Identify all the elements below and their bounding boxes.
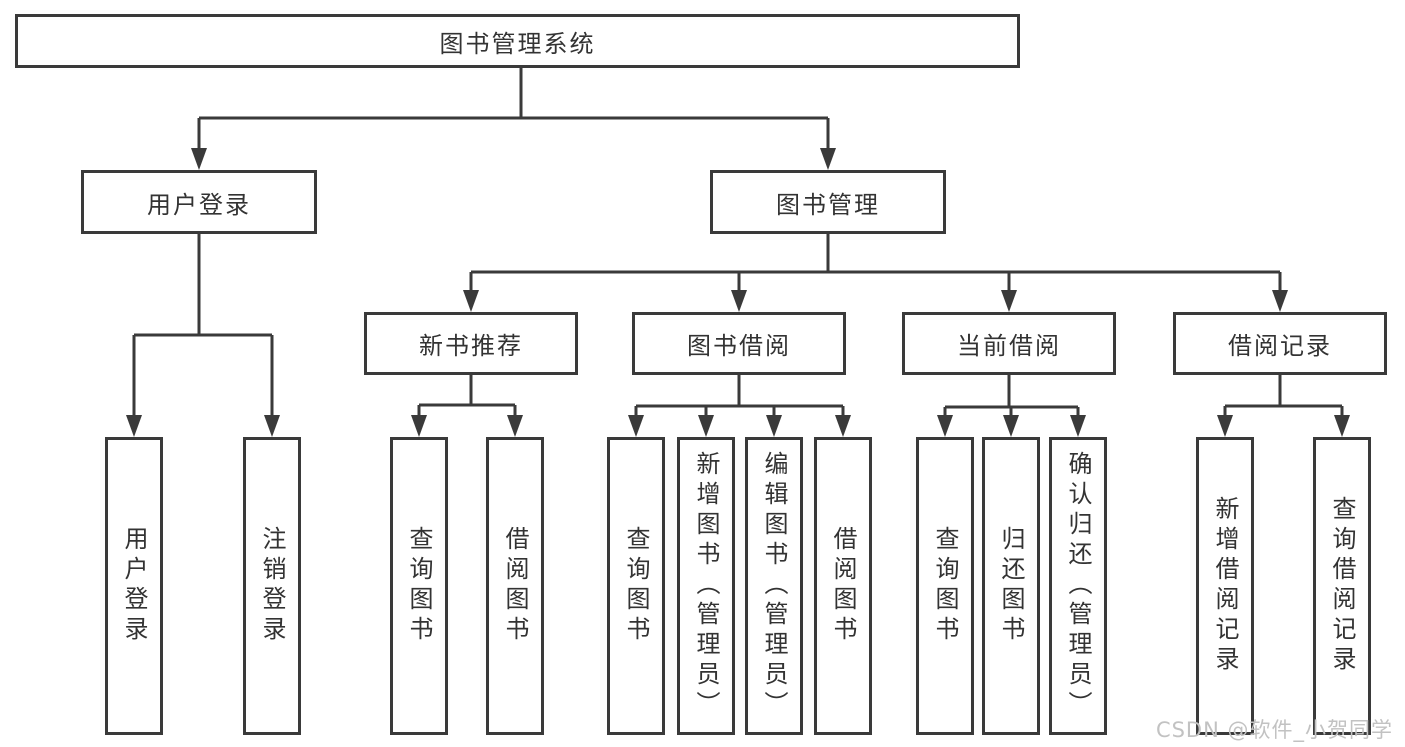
connector-borrowing-records-branch [1223, 375, 1344, 417]
arrowhead-icons [126, 148, 1350, 437]
connector-current-borrowing-branch [943, 375, 1080, 417]
node-label: 查询图书 [622, 526, 650, 646]
node-label: 注销登录 [258, 526, 286, 646]
connector-user-login-branch [132, 234, 274, 417]
arrow-down-icon [820, 148, 836, 170]
node-current-borrowing: 当前借阅 [902, 312, 1116, 375]
node-label: 新书推荐 [419, 332, 523, 360]
node-label: 编辑图书（管理员） [760, 451, 788, 721]
arrow-down-icon [126, 415, 142, 437]
arrow-down-icon [463, 290, 479, 312]
arrow-down-icon [1272, 290, 1288, 312]
node-leaf-query-books-recommendation: 查询图书 [390, 437, 448, 735]
node-label: 用户登录 [120, 526, 148, 646]
arrow-down-icon [1070, 415, 1086, 437]
node-label: 借阅图书 [829, 526, 857, 646]
csdn-watermark: CSDN @软件_小贺同学 [1155, 718, 1393, 742]
node-leaf-add-borrow-record: 新增借阅记录 [1196, 437, 1254, 735]
node-book-management: 图书管理 [710, 170, 946, 234]
node-label: 新增图书（管理员） [692, 451, 720, 721]
arrow-down-icon [698, 415, 714, 437]
arrow-down-icon [411, 415, 427, 437]
node-borrowing-records: 借阅记录 [1173, 312, 1387, 375]
connector-root-to-level1 [197, 68, 830, 150]
arrow-down-icon [835, 415, 851, 437]
node-user-login: 用户登录 [81, 170, 317, 234]
node-label: 确认归还（管理员） [1064, 451, 1092, 721]
connector-book-management-branch [469, 234, 1282, 292]
node-new-book-recommendation: 新书推荐 [364, 312, 578, 375]
node-leaf-query-books-borrowing: 查询图书 [607, 437, 665, 735]
node-leaf-borrow-books-recommendation: 借阅图书 [486, 437, 544, 735]
node-label: 当前借阅 [957, 332, 1061, 360]
node-label: 新增借阅记录 [1211, 496, 1239, 676]
arrow-down-icon [191, 148, 207, 170]
node-leaf-query-borrow-record: 查询借阅记录 [1313, 437, 1371, 735]
node-leaf-edit-books-admin: 编辑图书（管理员） [745, 437, 803, 735]
node-leaf-query-books-current: 查询图书 [916, 437, 974, 735]
connector-new-book-recommendation-branch [417, 375, 517, 417]
arrow-down-icon [731, 290, 747, 312]
arrow-down-icon [766, 415, 782, 437]
node-leaf-add-books-admin: 新增图书（管理员） [677, 437, 735, 735]
node-label: 查询图书 [405, 526, 433, 646]
node-label: 借阅记录 [1228, 332, 1332, 360]
arrow-down-icon [264, 415, 280, 437]
node-leaf-return-books: 归还图书 [982, 437, 1040, 735]
node-leaf-user-login: 用户登录 [105, 437, 163, 735]
node-leaf-logout: 注销登录 [243, 437, 301, 735]
node-label: 查询借阅记录 [1328, 496, 1356, 676]
node-book-borrowing: 图书借阅 [632, 312, 846, 375]
arrow-down-icon [507, 415, 523, 437]
arrow-down-icon [628, 415, 644, 437]
node-leaf-confirm-return-admin: 确认归还（管理员） [1049, 437, 1107, 735]
node-label: 图书管理系统 [439, 29, 596, 58]
arrow-down-icon [1003, 415, 1019, 437]
node-label: 归还图书 [997, 526, 1025, 646]
node-label: 图书借阅 [687, 332, 791, 360]
node-leaf-borrow-books: 借阅图书 [814, 437, 872, 735]
node-label: 图书管理 [776, 190, 880, 219]
arrow-down-icon [1217, 415, 1233, 437]
arrow-down-icon [1334, 415, 1350, 437]
node-label: 用户登录 [147, 190, 251, 219]
node-library-management-system: 图书管理系统 [15, 14, 1020, 68]
node-label: 借阅图书 [501, 526, 529, 646]
arrow-down-icon [937, 415, 953, 437]
arrow-down-icon [1001, 290, 1017, 312]
node-label: 查询图书 [931, 526, 959, 646]
connector-book-borrowing-branch [634, 375, 845, 417]
